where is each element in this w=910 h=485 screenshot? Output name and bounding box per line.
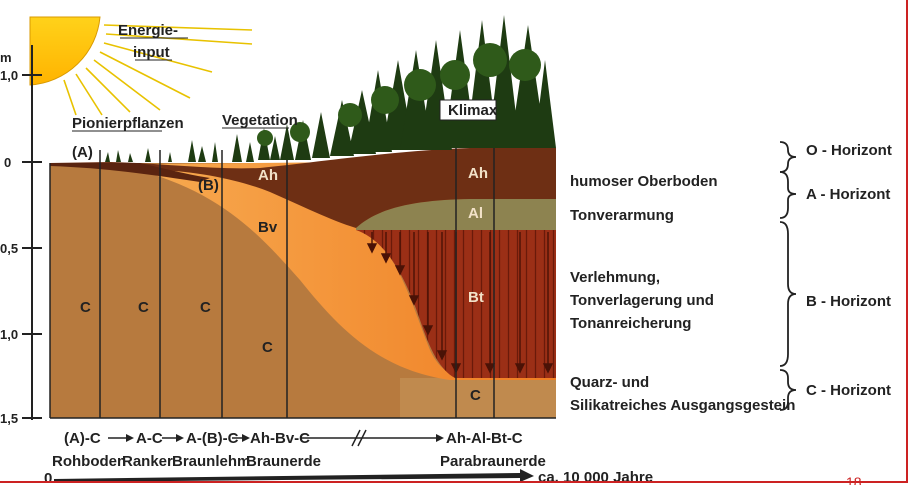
parent-material-band xyxy=(400,378,556,418)
b-horizon-label: B - Horizont xyxy=(806,293,891,310)
soil-name-1: Rohboden xyxy=(52,453,126,470)
label-quarz: Quarz- und xyxy=(570,374,649,391)
axis-tick-3: 0,5 xyxy=(0,241,18,256)
soil-name-5: Parabraunerde xyxy=(440,453,546,470)
axis-tick-5: 1,5 xyxy=(0,411,18,426)
axis-tick-2: 0 xyxy=(4,155,11,170)
label-tonverlagerung: Tonverlagerung und xyxy=(570,292,714,309)
formula-3: A-(B)-C xyxy=(186,430,239,447)
pioneer-label: Pionierpflanzen xyxy=(72,115,184,132)
climax-box xyxy=(439,99,497,121)
a-horizon-label: A - Horizont xyxy=(806,186,890,203)
formula-2: A-C xyxy=(136,430,163,447)
formula-5: Ah-Al-Bt-C xyxy=(446,430,523,447)
label-b-paren: (B) xyxy=(198,177,219,194)
axis-tick-4: 1,0 xyxy=(0,327,18,342)
energy-label-1: Energie- xyxy=(118,22,178,39)
energy-label-2: input xyxy=(133,44,170,61)
soil-profile xyxy=(49,148,556,419)
label-c-4: C xyxy=(262,339,273,356)
depth-axis: m 1,0 0 0,5 1,0 1,5 xyxy=(0,45,42,426)
vegetation-label: Vegetation xyxy=(222,112,298,129)
label-bv: Bv xyxy=(258,219,278,236)
label-ah-2: Ah xyxy=(468,165,488,182)
bv-horizon-area xyxy=(50,162,556,380)
vegetation xyxy=(105,15,556,162)
horizon-braces xyxy=(779,141,797,411)
soil-name-3: Braunlehm xyxy=(172,453,250,470)
label-c-1: C xyxy=(80,299,91,316)
label-bt: Bt xyxy=(468,289,484,306)
climax-label: Klimax xyxy=(448,102,498,119)
time-end: ca. 10 000 Jahre xyxy=(538,469,653,485)
label-tonanreicherung: Tonanreicherung xyxy=(570,315,691,332)
page-number: 18 xyxy=(846,474,862,485)
sun-icon xyxy=(29,16,253,116)
label-c-2: C xyxy=(138,299,149,316)
axis-tick-1: 1,0 xyxy=(0,68,18,83)
ah-horizon-area xyxy=(50,148,556,228)
label-c-5: C xyxy=(470,387,481,404)
label-verlehmung: Verlehmung, xyxy=(570,269,660,286)
soil-name-4: Braunerde xyxy=(246,453,321,470)
label-ausgangsgestein: Silikatreiches Ausgangsgestein xyxy=(570,397,795,414)
o-horizon-label: O - Horizont xyxy=(806,142,892,159)
axis-unit: m xyxy=(0,50,12,65)
label-humoser-oberboden: humoser Oberboden xyxy=(570,173,718,190)
formula-4: Ah-Bv-C xyxy=(250,430,310,447)
label-tonverarmung: Tonverarmung xyxy=(570,207,674,224)
label-ah-1: Ah xyxy=(258,167,278,184)
label-a-paren: (A) xyxy=(72,144,93,161)
soil-sequence: (A)-C A-C A-(B)-C Ah-Bv-C Ah-Al-Bt-C Roh… xyxy=(52,429,546,470)
c-horizon-label: C - Horizont xyxy=(806,382,891,399)
time-start: 0 xyxy=(44,470,52,485)
label-c-3: C xyxy=(200,299,211,316)
formula-1: (A)-C xyxy=(64,430,101,447)
label-al: Al xyxy=(468,205,483,222)
soil-name-2: Ranker xyxy=(122,453,173,470)
time-axis: 0 ca. 10 000 Jahre xyxy=(44,469,653,485)
